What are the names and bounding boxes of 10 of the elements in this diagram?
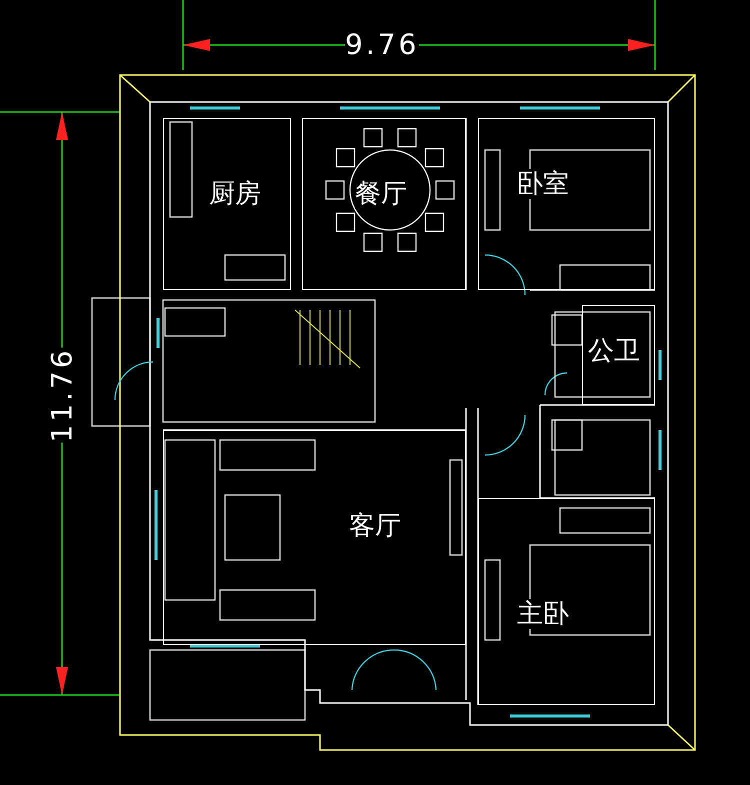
room-label: 公卫 [588,336,640,366]
room-label: 卧室 [517,169,569,199]
room [302,118,466,290]
room [163,430,466,645]
room [478,498,655,705]
room [582,305,655,405]
room-label: 餐厅 [355,179,407,209]
room-label: 主卧 [517,599,569,629]
room [478,118,655,290]
room [163,118,291,290]
